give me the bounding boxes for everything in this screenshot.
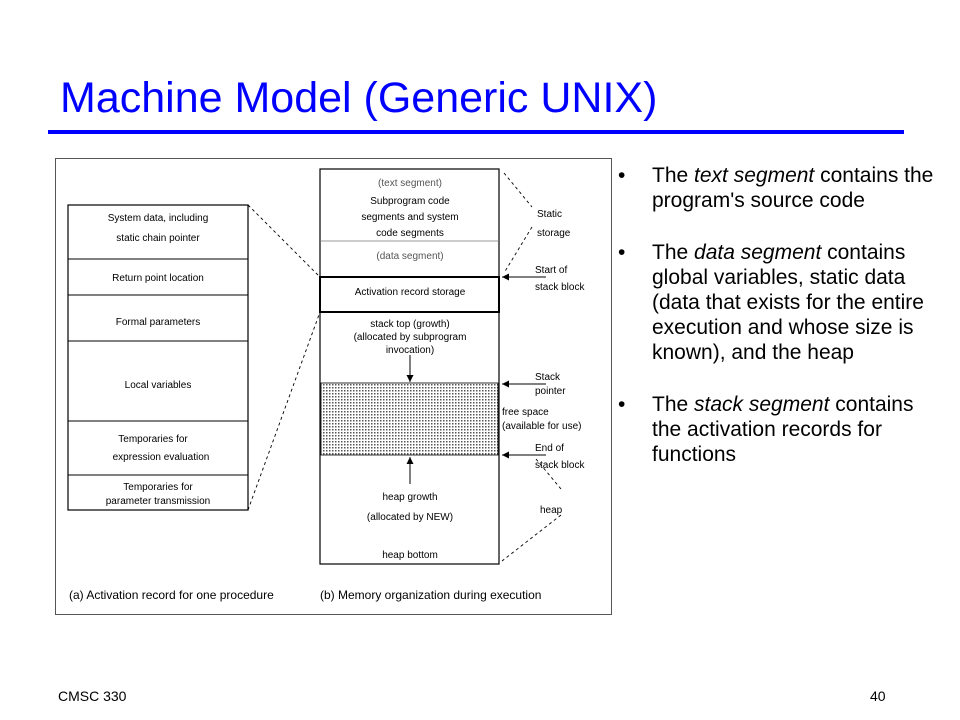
- bullet-text-segment-term: text segment: [694, 164, 815, 187]
- page-number: 40: [870, 688, 886, 704]
- activation-record-storage-box: [319, 276, 500, 313]
- start-stack-line2: stack block: [535, 282, 585, 293]
- heap-bottom-label: heap bottom: [382, 550, 438, 561]
- course-code: CMSC 330: [58, 688, 127, 704]
- ar-local-variables: Local variables: [125, 380, 192, 391]
- free-space-region: [320, 382, 499, 456]
- ar-temps-param-line2: parameter transmission: [106, 496, 210, 507]
- free-space-line1: free space: [502, 407, 549, 418]
- bullet-stack-segment-lead: The: [652, 393, 695, 416]
- heap-brace-bottom: [501, 514, 562, 562]
- memory-pointers: Static storage Start of stack block Stac…: [501, 172, 585, 562]
- bullet-data-segment-term: data segment: [694, 241, 822, 264]
- caption-b: (b) Memory organization during execution: [320, 588, 541, 602]
- data-segment-label: (data segment): [376, 251, 443, 262]
- text-segment-label: (text segment): [378, 178, 442, 189]
- allocated-by-new-label: (allocated by NEW): [367, 512, 453, 523]
- static-brace-bottom: [503, 226, 533, 274]
- caption-a: (a) Activation record for one procedure: [69, 588, 274, 602]
- bullet-data-segment: • The data segment contains global variab…: [618, 240, 938, 365]
- end-stack-line2: stack block: [535, 460, 585, 471]
- expansion-line-top: [247, 204, 321, 278]
- ar-temps-param-line1: Temporaries for: [123, 482, 193, 493]
- ar-sysdata-line1: System data, including: [108, 213, 209, 224]
- memory-outline: [319, 168, 500, 565]
- heap-brace-top: [535, 458, 562, 490]
- title-underline: [48, 130, 904, 134]
- stack-pointer-line1: Stack: [535, 372, 561, 383]
- static-label-line2: storage: [537, 228, 571, 239]
- ar-temps-expr-line1: Temporaries for: [118, 434, 188, 445]
- ar-sysdata-line2: static chain pointer: [116, 233, 200, 244]
- memory-figure: System data, including static chain poin…: [55, 158, 612, 615]
- static-brace-top: [503, 172, 533, 208]
- expansion-lines: [247, 204, 321, 511]
- end-stack-line1: End of: [535, 443, 564, 454]
- bullet-list: • The text segment contains the program's…: [618, 163, 938, 494]
- bullet-dot: •: [618, 393, 626, 416]
- activation-storage-label: Activation record storage: [355, 287, 466, 298]
- bullet-text-segment-body: contains the program's source code: [652, 164, 934, 212]
- bullet-text-segment-lead: The: [652, 164, 695, 187]
- subprogram-code-line2: segments and system: [361, 212, 458, 223]
- bullet-stack-segment-body: contains the activation records for func…: [652, 393, 914, 466]
- subprogram-code-line1: Subprogram code: [370, 196, 450, 207]
- bullet-stack-segment-term: stack segment: [694, 393, 830, 416]
- expansion-line-bottom: [247, 311, 321, 511]
- memory-organization: (text segment) Subprogram code segments …: [319, 168, 500, 565]
- bullet-stack-segment: • The stack segment contains the activati…: [618, 392, 938, 467]
- stack-top-line1: stack top (growth): [370, 319, 449, 330]
- bullet-data-segment-lead: The: [652, 241, 695, 264]
- memory-diagram: System data, including static chain poin…: [67, 168, 585, 602]
- bullet-data-segment-body: contains global variables, static data (…: [652, 241, 924, 364]
- bullet-dot: •: [618, 164, 626, 187]
- heap-label: heap: [540, 505, 563, 516]
- activation-record-outline: [67, 204, 249, 511]
- ar-return-point: Return point location: [112, 273, 204, 284]
- heap-growth-label: heap growth: [382, 492, 437, 503]
- stack-top-line2: (allocated by subprogram: [354, 332, 467, 343]
- slide-title: Machine Model (Generic UNIX): [60, 74, 658, 122]
- activation-record: System data, including static chain poin…: [67, 204, 249, 511]
- ar-formal-params: Formal parameters: [116, 317, 200, 328]
- subprogram-code-line3: code segments: [376, 228, 444, 239]
- stack-top-line3: invocation): [386, 345, 434, 356]
- bullet-dot: •: [618, 241, 626, 264]
- start-stack-line1: Start of: [535, 265, 567, 276]
- stack-pointer-line2: pointer: [535, 386, 566, 397]
- ar-temps-expr-line2: expression evaluation: [113, 452, 210, 463]
- bullet-text-segment: • The text segment contains the program's…: [618, 163, 938, 213]
- free-space-line2: (available for use): [502, 421, 581, 432]
- static-label-line1: Static: [537, 209, 562, 220]
